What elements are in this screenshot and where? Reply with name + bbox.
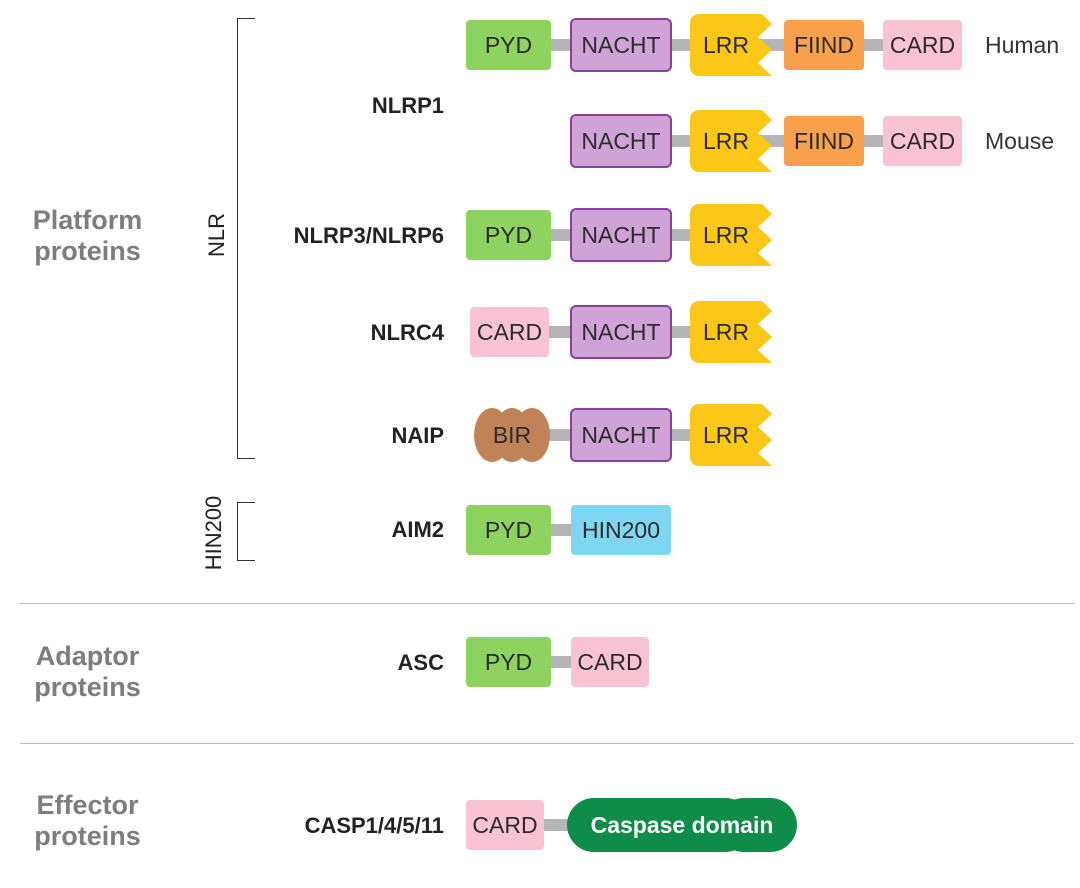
protein-name-nlrp1: NLRP1 xyxy=(371,93,444,118)
domain-nacht: NACHT xyxy=(570,305,672,359)
species-label-human: Human xyxy=(985,32,1060,58)
domain-nacht: NACHT xyxy=(570,408,672,462)
domain-pyd: PYD xyxy=(466,637,551,687)
protein-name-nlrc4: NLRC4 xyxy=(370,320,444,345)
species-label-mouse: Mouse xyxy=(985,128,1055,154)
protein-name-aim2: AIM2 xyxy=(391,517,444,542)
group-label-hin200: HIN200 xyxy=(201,495,226,571)
domain-pyd: PYD xyxy=(466,505,551,555)
protein-name-casp: CASP1/4/5/11 xyxy=(304,813,444,838)
domain-lrr: LRR xyxy=(686,404,774,466)
domain-lrr: LRR xyxy=(686,14,774,76)
domain-card: CARD xyxy=(883,116,962,166)
domain-card: CARD xyxy=(571,637,649,687)
domain-pyd: PYD xyxy=(466,210,551,260)
domain-lrr: LRR xyxy=(686,204,774,266)
domain-nacht: NACHT xyxy=(570,208,672,262)
domain-hin200: HIN200 xyxy=(571,505,671,555)
domain-caspase: Caspase domain xyxy=(567,797,797,853)
domain-fiind: FIIND xyxy=(784,116,864,166)
domain-bir: BIR xyxy=(472,407,552,463)
protein-name-asc: ASC xyxy=(397,650,444,675)
protein-name-naip: NAIP xyxy=(391,423,444,448)
section-divider xyxy=(20,743,1074,744)
domain-lrr: LRR xyxy=(686,110,774,172)
domain-pyd: PYD xyxy=(466,20,551,70)
domain-nacht: NACHT xyxy=(570,18,672,72)
domain-card: CARD xyxy=(470,307,549,357)
group-label-nlr: NLR xyxy=(204,213,229,258)
section-divider xyxy=(20,603,1074,604)
domain-card: CARD xyxy=(883,20,962,70)
domain-card: CARD xyxy=(466,800,544,850)
nlr-bracket xyxy=(237,18,255,459)
domain-lrr: LRR xyxy=(686,301,774,363)
hin200-bracket xyxy=(237,502,255,561)
domain-fiind: FIIND xyxy=(784,20,864,70)
domain-nacht: NACHT xyxy=(570,114,672,168)
protein-name-nlrp3-nlrp6: NLRP3/NLRP6 xyxy=(293,223,444,248)
